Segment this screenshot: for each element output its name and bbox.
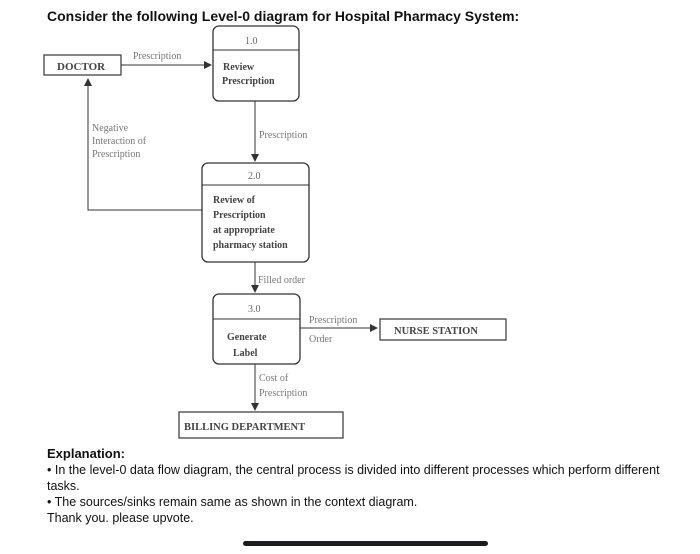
explanation-block: Explanation: • In the level-0 data flow …: [47, 446, 667, 526]
billing-department-label: BILLING DEPARTMENT: [184, 422, 305, 433]
flow-process-3-to-billing-line-2: Prescription: [259, 388, 307, 399]
nurse-station-entity: NURSE STATION: [379, 318, 507, 341]
nurse-station-label: NURSE STATION: [394, 326, 478, 337]
doctor-entity: DOCTOR: [43, 54, 122, 76]
doctor-label: DOCTOR: [57, 61, 106, 73]
explanation-closing: Thank you. please upvote.: [47, 511, 194, 525]
process-3-line-1: Generate: [227, 332, 267, 343]
flow-process-3-to-nurse-line-2: Order: [309, 334, 333, 345]
flow-process-2-to-doctor-line-2: Interaction of: [92, 136, 147, 147]
process-3-id: 3.0: [248, 304, 261, 315]
process-1-line-1: Review: [223, 62, 255, 73]
flow-process-2-to-doctor: Negative Interaction of Prescription: [84, 78, 202, 211]
process-3: 3.0 Generate Label: [212, 293, 301, 365]
process-1: 1.0 Review Prescription: [212, 25, 300, 102]
flow-process-2-to-doctor-line-3: Prescription: [92, 149, 140, 160]
flow-doctor-to-process-1: Prescription: [121, 51, 212, 69]
flow-process-3-to-billing-line-1: Cost of: [259, 373, 289, 384]
flow-process-1-to-process-2: Prescription: [251, 101, 307, 162]
process-2: 2.0 Review of Prescription at appropriat…: [201, 162, 310, 263]
flow-process-2-to-process-3-label: Filled order: [258, 275, 306, 286]
flow-process-1-to-process-2-label: Prescription: [259, 130, 307, 141]
process-1-line-2: Prescription: [222, 76, 275, 87]
explanation-bullet-1: • In the level-0 data flow diagram, the …: [47, 463, 660, 493]
process-2-line-1: Review of: [213, 195, 256, 206]
flow-process-2-to-process-3: Filled order: [251, 262, 306, 293]
home-indicator-bar[interactable]: [243, 541, 488, 546]
explanation-bullet-2: • The sources/sinks remain same as shown…: [47, 495, 418, 509]
process-2-line-4: pharmacy station: [213, 240, 288, 251]
billing-department-entity: BILLING DEPARTMENT: [178, 411, 344, 439]
explanation-title: Explanation:: [47, 446, 126, 461]
process-3-line-2: Label: [233, 348, 258, 359]
flow-process-2-to-doctor-line-1: Negative: [92, 123, 129, 134]
answer-card: [41, 0, 700, 554]
question-heading: Consider the following Level-0 diagram f…: [47, 8, 520, 24]
flow-doctor-to-process-1-label: Prescription: [133, 51, 181, 62]
flow-process-3-to-nurse-line-1: Prescription: [309, 315, 357, 326]
process-2-line-2: Prescription: [213, 210, 266, 221]
process-1-id: 1.0: [245, 36, 258, 47]
process-2-line-3: at appropriate: [213, 225, 275, 236]
level-0-dfd-diagram: DOCTOR 1.0 Review Prescription Prescript…: [43, 25, 507, 439]
process-2-id: 2.0: [248, 171, 261, 182]
flow-process-3-to-nurse: Prescription Order: [300, 315, 378, 345]
flow-process-3-to-billing: Cost of Prescription: [251, 364, 307, 411]
